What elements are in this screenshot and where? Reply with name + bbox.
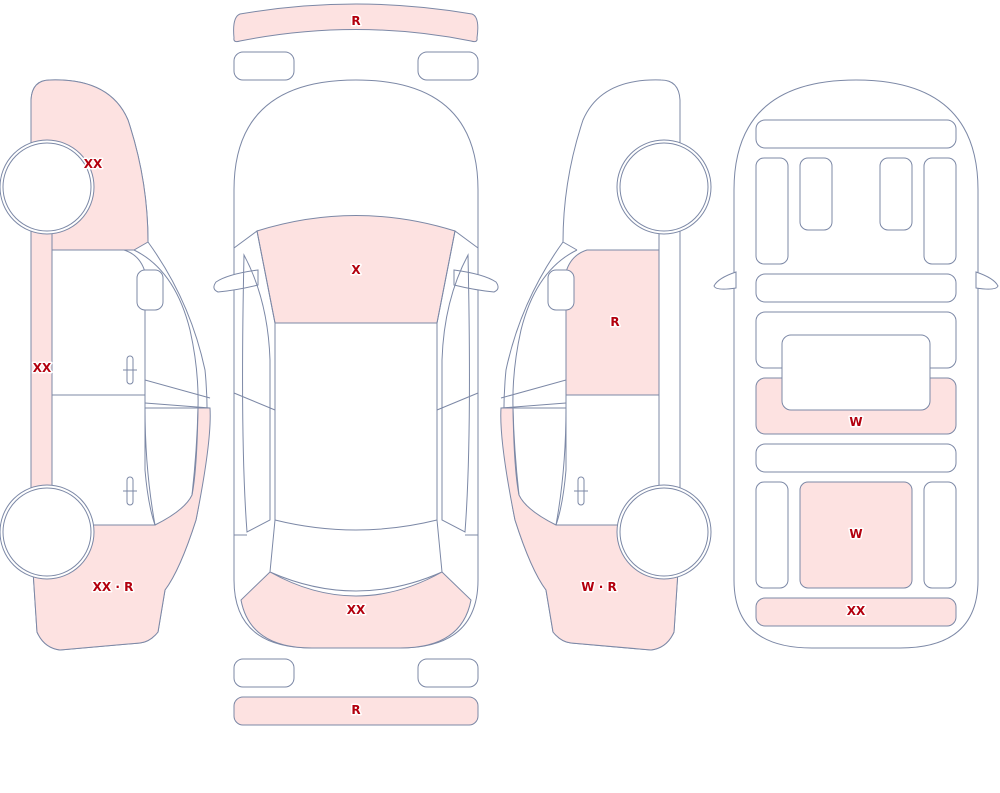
dashboard	[755, 119, 957, 149]
left-front-door	[51, 249, 146, 396]
front-left-tire-block	[233, 51, 295, 81]
hood-label: X	[351, 263, 361, 277]
right-side-mirror	[547, 269, 575, 311]
left-front-door-panel	[755, 157, 789, 265]
front-body-part[interactable]	[240, 571, 472, 649]
interior-left-mirror	[713, 271, 737, 290]
left-lower-line	[233, 392, 276, 536]
rear-floor	[755, 443, 957, 473]
front-right-tire-block	[417, 51, 479, 81]
right-front-door-panel	[923, 157, 957, 265]
left-mirror-top	[213, 269, 259, 293]
right-rear-wheel-inner	[619, 487, 709, 577]
passenger-seat	[879, 157, 913, 231]
damage-labels: R X XX R XX XX XX · R R W · R W W XX	[31, 13, 867, 719]
driver-seat	[799, 157, 833, 231]
rear-right-tire-block	[417, 658, 479, 688]
top-view	[213, 3, 499, 726]
rear-center-console	[781, 334, 931, 411]
left-front-fender-label: XX	[84, 157, 103, 171]
right-side-view	[500, 79, 712, 651]
right-window-frame	[500, 241, 578, 409]
right-a-pillar	[436, 230, 479, 324]
left-rear-quarter-label: XX · R	[93, 580, 134, 594]
rear-glass	[269, 519, 443, 592]
front-body-label: XX	[347, 603, 366, 617]
rear-bumper-part[interactable]	[233, 696, 479, 726]
left-side-mirror	[136, 269, 164, 311]
left-cargo-side	[755, 481, 789, 589]
roof-panel	[274, 322, 438, 531]
rear-seat-back-label: W	[849, 415, 862, 429]
right-mirror-top	[453, 269, 499, 293]
left-window-frame	[133, 249, 211, 409]
front-bumper-part[interactable]	[233, 3, 479, 43]
right-front-wheel-inner	[619, 142, 709, 232]
interior-right-mirror	[975, 271, 999, 290]
left-a-pillar	[233, 230, 276, 324]
right-front-door-label: R	[610, 315, 619, 329]
rear-bumper-label: R	[351, 703, 360, 717]
right-front-door-part[interactable]	[565, 249, 660, 396]
rear-left-tire-block	[233, 658, 295, 688]
left-front-wheel-inner	[2, 142, 92, 232]
left-rocker-label: XX	[33, 361, 52, 375]
front-bumper-label: R	[351, 14, 360, 28]
right-cargo-side	[923, 481, 957, 589]
rear-sill-part[interactable]	[755, 597, 957, 627]
front-floor	[755, 273, 957, 303]
right-side-rail	[441, 253, 470, 533]
right-lower-line	[436, 392, 479, 536]
cargo-floor-label: W	[849, 527, 862, 541]
cargo-floor-part[interactable]	[799, 481, 913, 589]
left-side-view	[0, 79, 211, 651]
interior-view	[713, 79, 999, 649]
right-rear-quarter-label: W · R	[581, 580, 616, 594]
left-rear-wheel-inner	[2, 487, 92, 577]
rear-sill-label: XX	[847, 604, 866, 618]
left-side-rail	[242, 253, 271, 533]
left-c-pillar	[144, 407, 199, 526]
